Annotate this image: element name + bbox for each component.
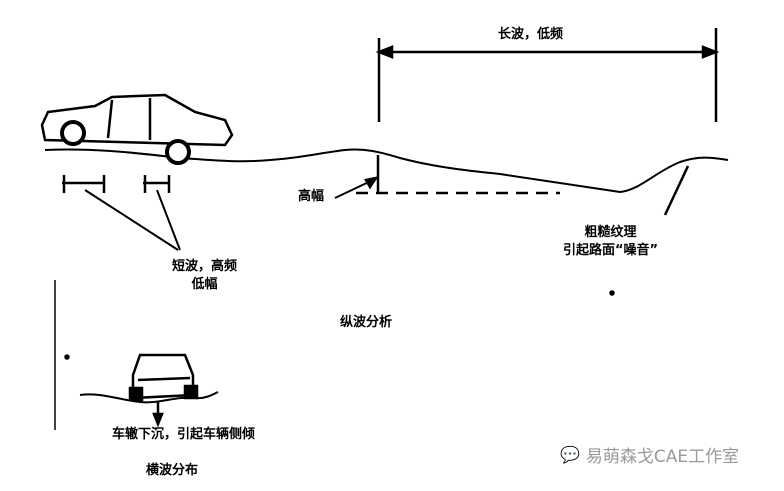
short-wave-markers [62,175,181,251]
watermark-text: 易萌森戈CAE工作室 [585,447,740,467]
short-wave-label: 短波，高频 低幅 [172,258,237,294]
short-wave-label-line1: 短波，高频 [172,259,238,274]
watermark: 💬 易萌森戈CAE工作室 [560,442,739,467]
longitudinal-title: 纵波分析 [340,315,393,330]
texture-label-line2: 引起路面“噪音” [563,243,659,258]
short-wave-label-line2: 低幅 [191,277,218,292]
road-profile [44,148,729,194]
wechat-logo-icon: 💬 [560,445,580,464]
texture-label: 粗糙纹理 引起路面“噪音” [563,224,658,260]
texture-label-line1: 粗糙纹理 [584,225,637,240]
transverse-title: 横波分布 [146,463,199,478]
long-wave-bracket [375,28,720,122]
amplitude-label: 高幅 [298,189,325,204]
long-wave-label: 长波，低频 [498,27,564,42]
car-rear-icon [79,353,219,428]
rut-label: 车辙下沉，引起车辆侧倾 [112,427,256,442]
car-side-icon [40,93,234,165]
